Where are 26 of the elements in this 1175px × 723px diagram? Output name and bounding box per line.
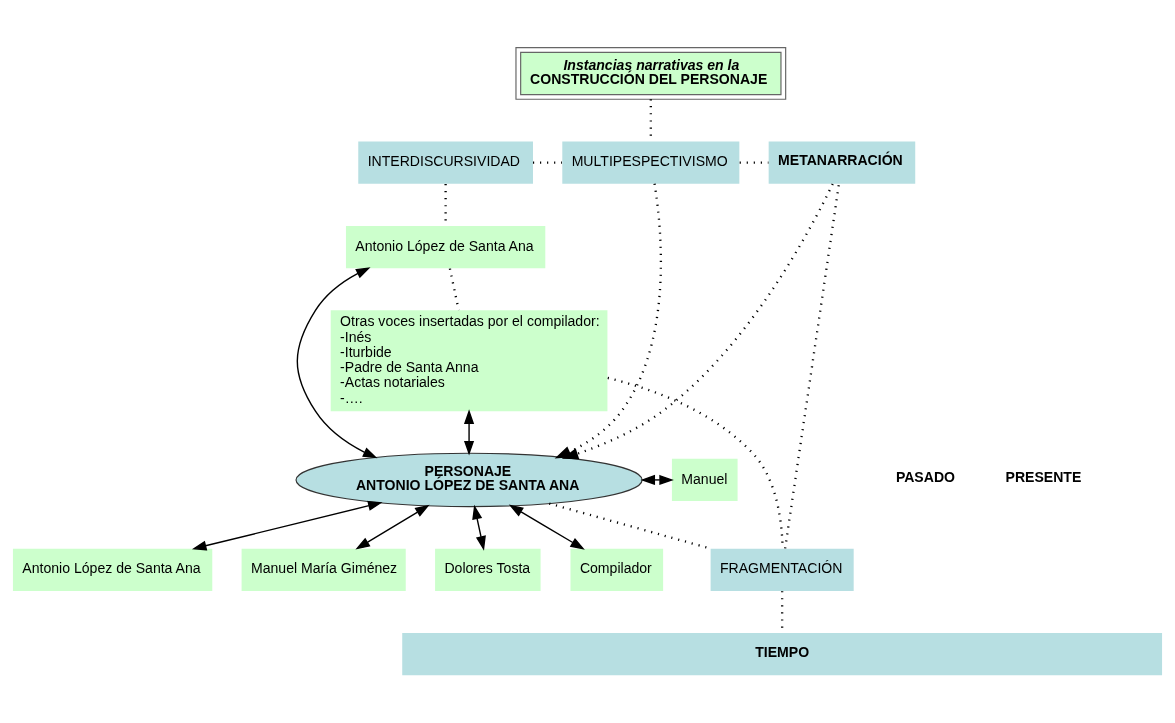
node-ellipse: PERSONAJE ANTONIO LÓPEZ DE SANTA ANA <box>295 452 643 508</box>
arrow <box>463 409 475 456</box>
arrow <box>296 267 378 459</box>
node-box: Manuel María Giménez <box>241 548 406 591</box>
arrow <box>640 474 674 486</box>
node-box: Instancias narrativas en la CONSTRUCCIÓN DEL PERSONAJE <box>515 47 787 100</box>
connector <box>533 161 562 164</box>
arrow <box>191 500 383 551</box>
node-box: TIEMPO <box>402 633 1163 676</box>
node-box: FRAGMENTACIÓN <box>710 548 854 591</box>
arrow <box>561 183 834 460</box>
node-box: Antonio López de Santa Ana <box>345 225 546 269</box>
node-box: Manuel <box>671 458 738 502</box>
node-box: INTERDISCURSIVIDAD <box>358 141 533 184</box>
label: PRESENTE <box>1005 469 1082 486</box>
node-box: Otras voces insertadas por el compilador: -Inés -Iturbide -Padre de Santa Anna -Actas notariales -…. <box>330 310 608 412</box>
connector <box>783 183 841 549</box>
arrow <box>355 504 430 550</box>
arrow <box>508 504 585 550</box>
node-box: Antonio López de Santa Ana <box>12 548 213 591</box>
node-box: METANARRACIÓN <box>768 141 916 184</box>
arrow <box>472 504 486 551</box>
node-box: Compilador <box>570 548 664 591</box>
label: PASADO <box>895 469 956 486</box>
node-box: Dolores Tosta <box>435 548 541 591</box>
node-box: MULTIPESPECTIVISMO <box>562 141 740 184</box>
